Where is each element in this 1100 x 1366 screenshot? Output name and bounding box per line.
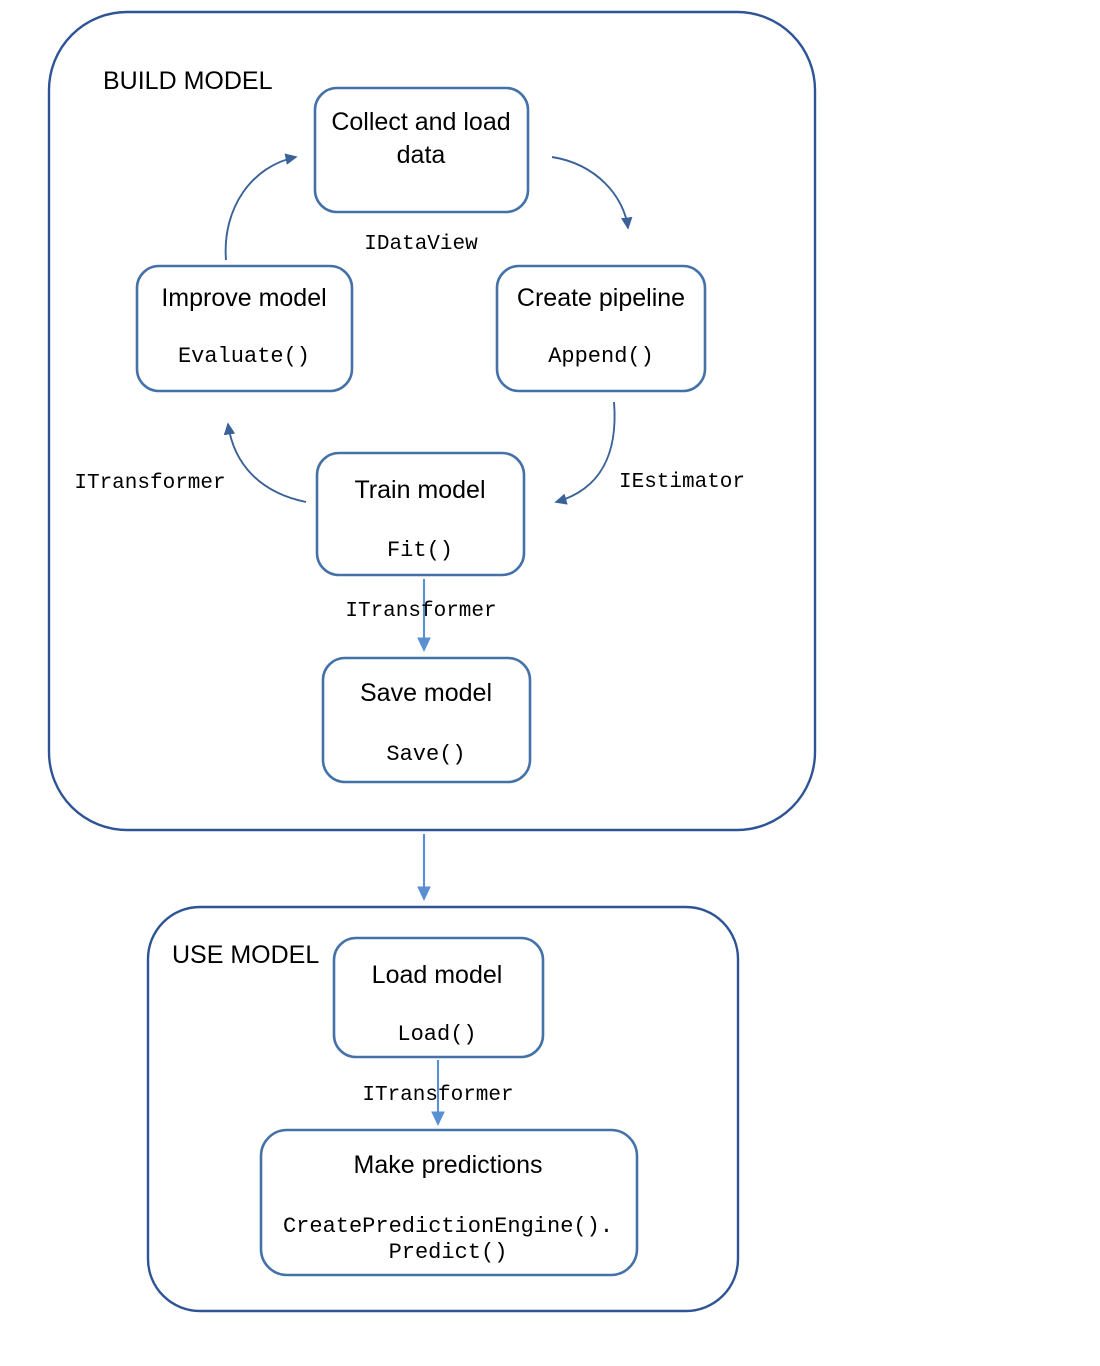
node-pipeline-code: Append() bbox=[548, 344, 654, 369]
arrow-pipeline-to-train bbox=[554, 401, 616, 505]
node-create-pipeline[interactable] bbox=[495, 264, 707, 393]
node-predict-code-line1: CreatePredictionEngine(). bbox=[283, 1214, 613, 1239]
node-make-predictions[interactable] bbox=[259, 1128, 639, 1277]
build-model-container bbox=[47, 10, 817, 832]
node-improve-model[interactable] bbox=[135, 264, 354, 393]
use-model-container bbox=[146, 905, 740, 1313]
node-improve-title: Improve model bbox=[161, 284, 326, 312]
edge-label-itransformer-predict: ITransformer bbox=[362, 1084, 513, 1107]
node-train-code: Fit() bbox=[387, 538, 453, 563]
edge-label-itransformer-save: ITransformer bbox=[345, 600, 496, 623]
node-save-title: Save model bbox=[360, 679, 492, 707]
node-load-code: Load() bbox=[397, 1022, 476, 1047]
node-improve-code: Evaluate() bbox=[178, 344, 310, 369]
node-collect-title-line2: data bbox=[397, 141, 446, 169]
node-pipeline-title: Create pipeline bbox=[517, 284, 685, 312]
arrow-improve-to-collect bbox=[224, 153, 298, 261]
use-model-label: USE MODEL bbox=[172, 941, 319, 969]
node-collect-title-line1: Collect and load bbox=[331, 108, 510, 136]
arrow-collect-to-pipeline bbox=[551, 156, 633, 230]
edge-label-idataview: IDataView bbox=[364, 233, 478, 256]
edge-label-itransformer-improve: ITransformer bbox=[74, 472, 225, 495]
arrow-train-to-improve bbox=[223, 422, 307, 503]
edge-label-iestimator: IEstimator bbox=[619, 471, 745, 494]
node-load-model[interactable] bbox=[332, 936, 545, 1059]
node-train-model[interactable] bbox=[315, 451, 526, 577]
node-save-model[interactable] bbox=[321, 656, 532, 784]
node-predict-title: Make predictions bbox=[354, 1151, 543, 1179]
node-collect-and-load-data[interactable] bbox=[313, 86, 530, 214]
node-train-title: Train model bbox=[354, 476, 485, 504]
node-load-title: Load model bbox=[372, 961, 503, 989]
build-model-label: BUILD MODEL bbox=[103, 67, 273, 95]
node-save-code: Save() bbox=[386, 742, 465, 767]
node-predict-code-line2: Predict() bbox=[389, 1240, 508, 1265]
